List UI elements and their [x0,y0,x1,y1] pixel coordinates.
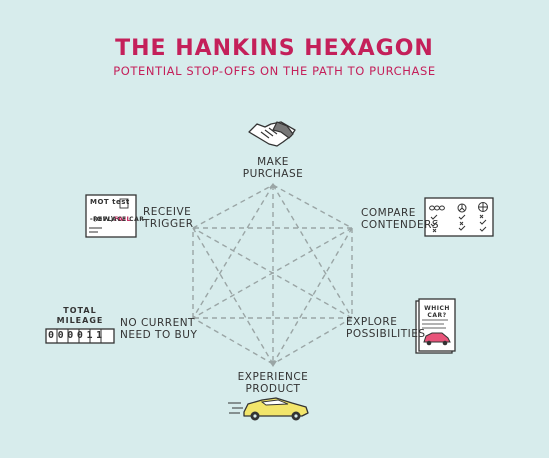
brochure-heading: WHICH CAR? [424,305,450,319]
arrowhead-experience [269,361,277,367]
node-compare-contenders: COMPARE CONTENDERS [361,207,440,231]
edge-purchase-compare [272,184,353,229]
odometer-icon [45,328,115,344]
mot-card-line2: -REPLACE CAR [90,216,145,223]
node-receive-trigger: RECEIVE TRIGGER [143,206,194,230]
node-make-purchase: MAKE PURCHASE [242,156,304,180]
handshake-icon [248,121,296,147]
mot-card-heading: MOT test [90,198,130,206]
mot-card-fail: FAIL [113,215,132,223]
mileage-label-2: MILEAGE [56,316,104,325]
mileage-digits: 000011 [48,330,106,341]
node-experience-product: EXPERIENCE PRODUCT [237,371,309,395]
edge-explore-trigger [192,227,353,319]
edge-experience-noneed [192,317,274,365]
edge-purchase-explore [272,184,353,319]
arrowhead-purchase [269,183,277,188]
mot-card-line1: -(OW)FAIL [90,207,131,223]
edge-purchase-noneed [192,184,274,319]
edge-trigger-purchase [192,184,274,229]
arrowheads [269,183,277,367]
hexagon-connections [192,184,353,365]
node-explore-possibilities: EXPLORE POSSIBILITIES [346,316,426,340]
mot-card-icon [85,194,137,238]
edge-explore-experience [272,317,353,365]
page-subtitle: POTENTIAL STOP-OFFS ON THE PATH TO PURCH… [113,64,436,78]
page-title: THE HANKINS HEXAGON [115,36,434,61]
mileage-label-1: TOTAL [63,306,97,315]
brochure-icon [415,298,456,354]
comparison-table-icon [424,197,494,237]
node-no-current-need: NO CURRENT NEED TO BUY [120,317,198,341]
mot-card-line1-text: -(OW) [90,215,114,223]
sports-car-icon [228,397,309,421]
